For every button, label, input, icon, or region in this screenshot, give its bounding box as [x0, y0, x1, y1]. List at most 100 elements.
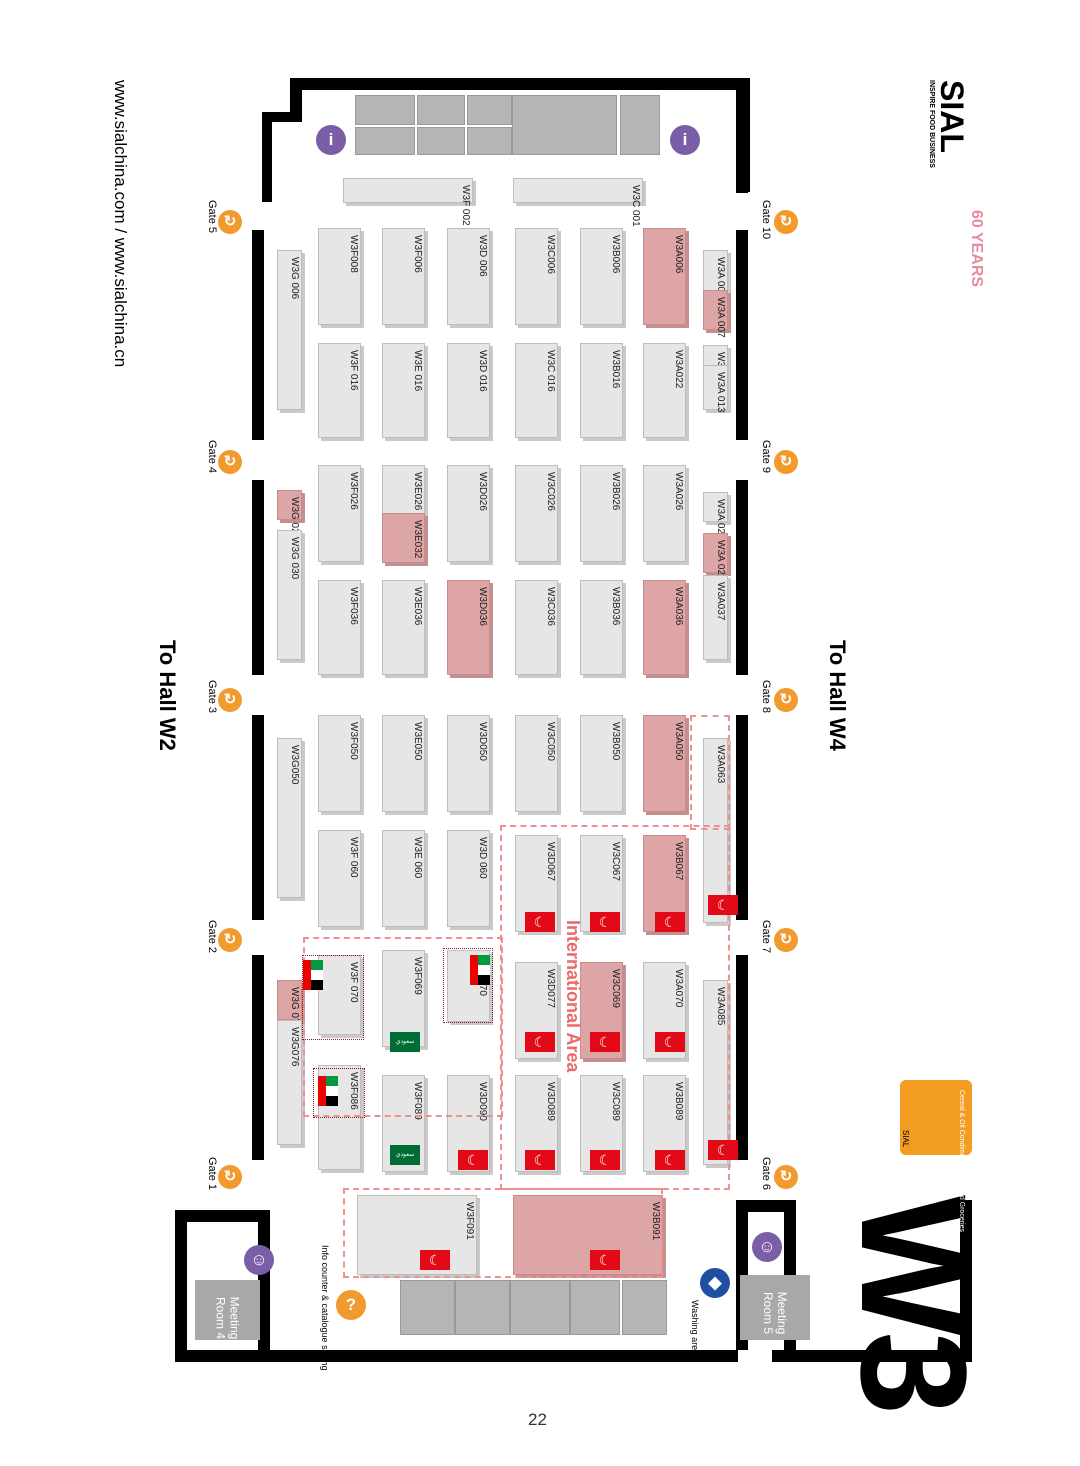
booth-a007[interactable]: W3A 007	[703, 290, 728, 338]
booth-e060[interactable]: W3E 060	[382, 830, 425, 927]
booth-f091[interactable]: W3F091	[357, 1195, 477, 1275]
booth-a013[interactable]: W3A 013	[703, 365, 728, 413]
booth-d060[interactable]: W3D 060	[447, 830, 490, 927]
booth-label: W3E032	[412, 520, 423, 559]
booth-d026[interactable]: W3D026	[447, 465, 490, 562]
booth-f008[interactable]: W3F008	[318, 228, 361, 325]
booth-g076[interactable]: W3G076	[277, 1020, 302, 1145]
washing-icon: ◆	[700, 1268, 730, 1298]
booth-d050[interactable]: W3D050	[447, 715, 490, 812]
booth-g026[interactable]: W3G 026	[277, 490, 302, 539]
wall	[252, 715, 264, 920]
booth-d016[interactable]: W3D 016	[447, 343, 490, 438]
booth-f016[interactable]: W3F 016	[318, 343, 361, 438]
international-area-outline	[303, 937, 503, 1117]
booth-c026[interactable]: W3C026	[515, 465, 558, 562]
meeting-room-4[interactable]: Meeting Room 4	[195, 1280, 260, 1340]
service-block	[570, 1280, 620, 1335]
booth-a085[interactable]: W3A085	[703, 980, 728, 1165]
booth-d006[interactable]: W3D 006	[447, 228, 490, 325]
booth-a037[interactable]: W3A037	[703, 575, 728, 660]
booth-e036[interactable]: W3E036	[382, 580, 425, 675]
booth-c001[interactable]: W3C 001	[513, 178, 643, 227]
booth-a023[interactable]: W3A 023	[703, 492, 728, 540]
booth-a036[interactable]: W3A036	[643, 580, 686, 675]
booth-label: W3C 016	[545, 350, 556, 392]
booth-e069[interactable]: W3F069	[382, 950, 425, 1047]
gate-icon[interactable]: ↻	[774, 928, 798, 952]
booth-f060[interactable]: W3F 060	[318, 830, 361, 927]
booth-b091[interactable]: W3B091	[513, 1195, 663, 1275]
booth-a050[interactable]: W3A050	[643, 715, 686, 812]
gate-icon[interactable]: ↻	[218, 1165, 242, 1189]
gate-icon[interactable]: ↻	[218, 210, 242, 234]
booth-b050[interactable]: W3B050	[580, 715, 623, 812]
booth-label: W3A022	[673, 350, 684, 389]
booth-a063[interactable]: W3A063	[703, 738, 728, 923]
wall	[400, 78, 730, 86]
booth-b016[interactable]: W3B016	[580, 343, 623, 438]
wall	[960, 1200, 972, 1360]
gate-icon[interactable]: ↻	[218, 928, 242, 952]
gate-label: Gate 5	[206, 200, 218, 234]
booth-a022[interactable]: W3A022	[643, 343, 686, 438]
booth-e032[interactable]: W3E032	[382, 513, 425, 563]
booth-f002[interactable]: W3F 002	[343, 178, 473, 226]
gate-icon[interactable]: ↻	[774, 210, 798, 234]
gate-icon[interactable]: ↻	[218, 450, 242, 474]
booth-label: W3A026	[673, 472, 684, 511]
booth-c036[interactable]: W3C036	[515, 580, 558, 675]
toilet-icon: ☺	[752, 1232, 782, 1262]
booth-label: W3C 001	[630, 185, 641, 227]
gate-icon[interactable]: ↻	[774, 688, 798, 712]
wall	[736, 480, 748, 675]
booth-e016[interactable]: W3E 016	[382, 343, 425, 438]
booth-e050[interactable]: W3E050	[382, 715, 425, 812]
service-block	[467, 95, 512, 125]
booth-label: W3E 016	[412, 350, 423, 392]
service-block	[512, 95, 617, 155]
booth-label: W3F 016	[348, 350, 359, 391]
booth-label: W3G 006	[289, 257, 300, 300]
to-hall-w2: To Hall W2	[155, 640, 180, 751]
turkey-flag-icon: ☾	[655, 1032, 685, 1052]
booth-g050[interactable]: W3G050	[277, 738, 302, 898]
info-counter-label: Info counter & catalogue selling	[320, 1245, 330, 1371]
pavilion-outline	[443, 948, 493, 1023]
booth-label: W3D026	[477, 472, 488, 511]
booth-e006[interactable]: W3F006	[382, 228, 425, 325]
meeting-room-label: Meeting Room 5	[761, 1291, 789, 1335]
turkey-flag-icon: ☾	[525, 1150, 555, 1170]
booth-c050[interactable]: W3C050	[515, 715, 558, 812]
booth-f036[interactable]: W3F036	[318, 580, 361, 675]
gate-icon[interactable]: ↻	[218, 688, 242, 712]
booth-a006[interactable]: W3A006	[643, 228, 686, 325]
booth-g006[interactable]: W3G 006	[277, 250, 302, 410]
gate-icon[interactable]: ↻	[774, 450, 798, 474]
booth-label: W3C050	[545, 722, 556, 761]
booth-a027[interactable]: W3A 027	[703, 533, 728, 581]
booth-g070[interactable]: W3G 070	[277, 980, 302, 1029]
meeting-room-label: Meeting Room 4	[213, 1296, 242, 1340]
wall	[252, 480, 264, 675]
booth-f050[interactable]: W3F050	[318, 715, 361, 812]
gate-label: Gate 7	[760, 920, 772, 954]
booth-b036[interactable]: W3B036	[580, 580, 623, 675]
booth-label: W3A 007	[715, 297, 726, 338]
gate-icon[interactable]: ↻	[774, 1165, 798, 1189]
meeting-room-5[interactable]: Meeting Room 5	[740, 1275, 810, 1340]
booth-a026[interactable]: W3A026	[643, 465, 686, 562]
gate-label: Gate 8	[760, 680, 772, 714]
wall	[700, 1350, 730, 1362]
booth-label: W3E026	[412, 472, 423, 511]
booth-c006[interactable]: W3C006	[515, 228, 558, 325]
booth-f026[interactable]: W3F026	[318, 465, 361, 562]
booth-b006[interactable]: W3B006	[580, 228, 623, 325]
page-number: 22	[528, 1410, 547, 1429]
booth-c016[interactable]: W3C 016	[515, 343, 558, 438]
booth-label: W3B006	[610, 235, 621, 274]
booth-b026[interactable]: W3B026	[580, 465, 623, 562]
booth-d036[interactable]: W3D036	[447, 580, 490, 675]
pavilion-outline	[313, 1068, 365, 1118]
booth-g030[interactable]: W3G 030	[277, 530, 302, 660]
